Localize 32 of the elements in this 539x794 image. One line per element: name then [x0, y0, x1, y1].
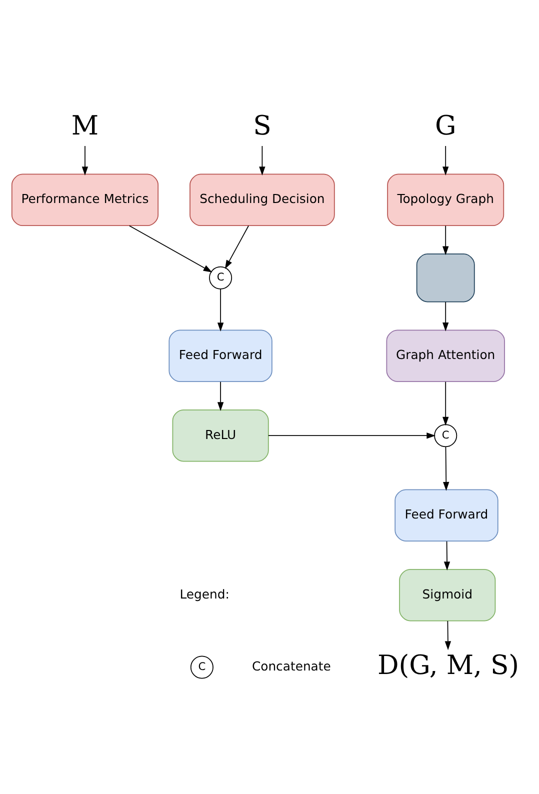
- arrow: [217, 288, 224, 331]
- node-box: [416, 253, 475, 302]
- arrow: [217, 380, 224, 410]
- arrow: [224, 224, 249, 268]
- node-circle: C: [434, 424, 458, 447]
- arrow: [82, 145, 88, 175]
- node-text: G: [434, 110, 456, 141]
- node-box: Topology Graph: [387, 173, 504, 226]
- legend-label: Concatenate: [252, 658, 331, 674]
- arrow: [444, 620, 452, 650]
- node-box: Feed Forward: [394, 488, 498, 541]
- node-text: D(G, M, S): [377, 649, 520, 680]
- node-box: Graph Attention: [386, 329, 505, 382]
- arrow: [442, 224, 449, 255]
- arrow: [442, 380, 449, 426]
- arrow: [442, 301, 449, 331]
- arrow: [443, 446, 450, 490]
- node-text: S: [253, 110, 272, 141]
- node-circle: C: [190, 655, 214, 678]
- arrow: [444, 540, 450, 570]
- node-box: ReLU: [172, 408, 269, 462]
- arrow: [128, 224, 212, 272]
- node-text: M: [71, 110, 99, 141]
- node-circle: C: [209, 266, 232, 289]
- arrow: [268, 432, 436, 438]
- node-box: Performance Metrics: [11, 173, 159, 226]
- node-box: Feed Forward: [168, 329, 272, 382]
- label: Legend:: [180, 586, 230, 601]
- node-box: Scheduling Decision: [190, 173, 335, 226]
- arrow: [259, 145, 266, 175]
- arrow: [442, 145, 449, 175]
- node-box: Sigmoid: [399, 568, 496, 621]
